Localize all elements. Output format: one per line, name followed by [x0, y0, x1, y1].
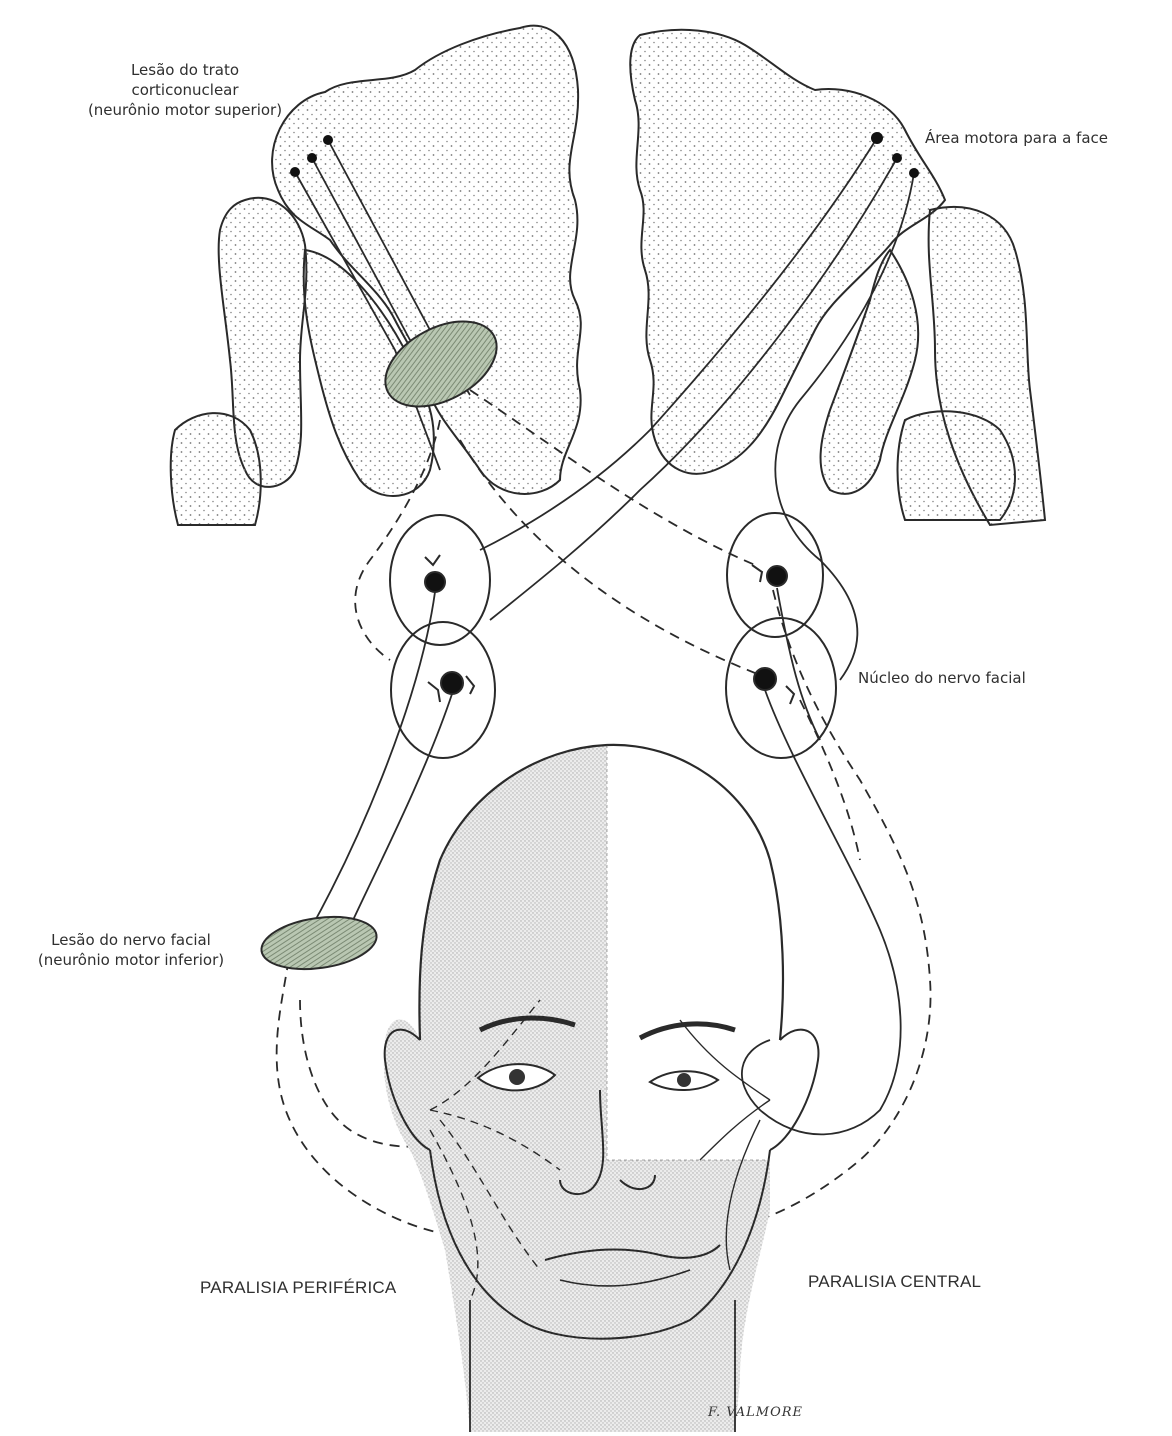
- corticonuclear-lesion-line-3: (neurônio motor superior): [60, 100, 310, 120]
- facial-nerve-lesion-label: Lesão do nervo facial (neurônio motor in…: [2, 930, 260, 970]
- facial-nerve-lesion-line-2: (neurônio motor inferior): [2, 950, 260, 970]
- facial-nucleus-label: Núcleo do nervo facial: [858, 668, 1108, 688]
- corticonuclear-lesion-line-1: Lesão do trato: [60, 60, 310, 80]
- facial-nerve-lesion-line-1: Lesão do nervo facial: [2, 930, 260, 950]
- face-motor-area-label: Área motora para a face: [925, 128, 1170, 148]
- corticonuclear-lesion-label: Lesão do trato corticonuclear (neurônio …: [60, 60, 310, 120]
- central-paralysis-caption: PARALISIA CENTRAL: [808, 1272, 981, 1292]
- right-hemisphere: [630, 30, 1045, 525]
- peripheral-paralysis-caption: PARALISIA PERIFÉRICA: [200, 1278, 396, 1298]
- face-illustration: [384, 745, 819, 1432]
- facial-nerve-lesion-marker: [258, 910, 380, 976]
- right-facial-nucleus: [726, 513, 836, 758]
- artist-signature: F. VALMORE: [708, 1405, 803, 1420]
- corticonuclear-lesion-line-2: corticonuclear: [60, 80, 310, 100]
